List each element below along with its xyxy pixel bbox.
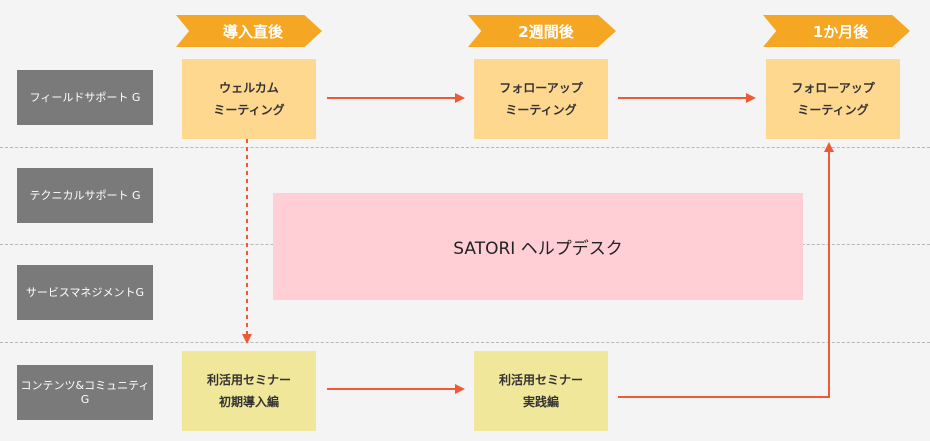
helpdesk-label: SATORI ヘルプデスク — [453, 239, 623, 259]
followup-meeting-2w-box: フォローアップ ミーティング — [474, 59, 608, 139]
lane-divider — [0, 147, 930, 148]
lane-label-field-support: フィールドサポート G — [17, 70, 153, 125]
box-line: フォローアップ — [499, 80, 583, 95]
seminar-practice-box: 利活用セミナー 実践編 — [474, 351, 608, 431]
lane-divider — [0, 342, 930, 343]
box-line: フォローアップ — [791, 80, 875, 95]
lane-label-content-community: コンテンツ&コミュニティG — [17, 365, 153, 420]
welcome-meeting-box: ウェルカム ミーティング — [182, 59, 316, 139]
phase-banner-onboarding: 導入直後 — [176, 15, 322, 47]
box-line: ミーティング — [213, 103, 285, 117]
followup-meeting-1m-box: フォローアップ ミーティング — [766, 59, 900, 139]
lane-label-technical-support: テクニカルサポート G — [17, 168, 153, 223]
box-line: 利活用セミナー — [498, 372, 583, 387]
box-line: ミーティング — [797, 103, 869, 117]
phase-banner-1-month: 1か月後 — [763, 15, 910, 47]
lane-label-service-management: サービスマネジメントG — [17, 265, 153, 320]
phase-label: 導入直後 — [222, 22, 283, 41]
lane-label-text: フィールドサポート G — [29, 90, 141, 104]
lane-label-text: サービスマネジメントG — [25, 285, 145, 299]
seminar-intro-box: 利活用セミナー 初期導入編 — [182, 351, 316, 431]
phase-label: 1か月後 — [812, 22, 869, 41]
lane-label-text: コンテンツ&コミュニティG — [20, 379, 150, 406]
box-line: 初期導入編 — [218, 395, 279, 409]
box-line: 実践編 — [522, 395, 559, 409]
box-line: ウェルカム — [219, 80, 279, 95]
phase-label: 2週間後 — [518, 22, 574, 41]
box-line: ミーティング — [505, 103, 577, 117]
helpdesk-box: SATORI ヘルプデスク — [273, 193, 803, 300]
lane-label-text: テクニカルサポート G — [29, 188, 141, 202]
box-line: 利活用セミナー — [206, 372, 291, 387]
phase-banner-2-weeks: 2週間後 — [468, 15, 616, 47]
